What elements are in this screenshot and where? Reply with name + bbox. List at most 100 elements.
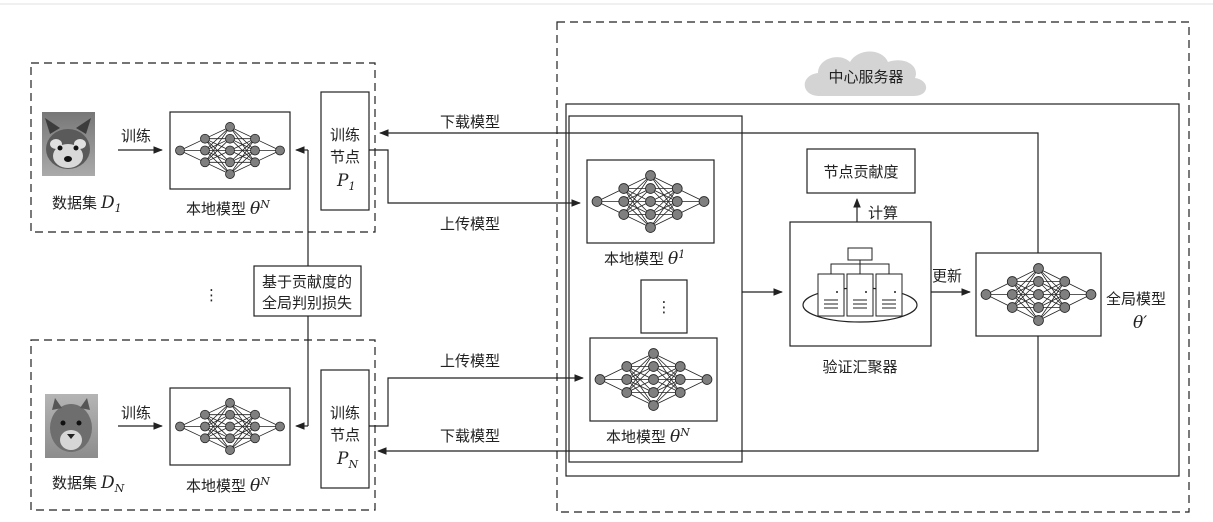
nn-neuron — [619, 210, 629, 220]
upload-arrow-bottom — [369, 378, 583, 426]
compute-label: 计算 — [868, 204, 898, 222]
nn-neuron — [702, 375, 712, 385]
nn-neuron — [226, 422, 235, 431]
training-node-n-line2: 节点 — [330, 426, 360, 444]
training-node-1-symbol: P1 — [336, 171, 355, 193]
nn-neuron — [622, 362, 632, 372]
training-node-n-symbol: PN — [336, 449, 358, 471]
nn-neuron — [226, 170, 235, 179]
nn-neuron — [649, 362, 659, 372]
cougar-image — [45, 394, 98, 458]
upload-label-top: 上传模型 — [440, 215, 500, 233]
nn-neuron — [646, 223, 656, 233]
nn-neuron — [1034, 264, 1044, 274]
nn-neuron — [1034, 290, 1044, 300]
nn-neuron — [176, 146, 185, 155]
nn-neuron — [201, 410, 210, 419]
global-model-label: 全局模型 — [1106, 290, 1166, 308]
server-rack-icon — [803, 248, 917, 322]
loss-box-line2: 全局判别损失 — [262, 294, 352, 312]
nn-neuron — [646, 184, 656, 194]
training-node-n-line1: 训练 — [330, 404, 360, 422]
nn-neuron — [251, 410, 260, 419]
nn-neuron — [672, 197, 682, 207]
nn-neuron — [251, 434, 260, 443]
nn-neuron — [276, 422, 285, 431]
nn-neuron — [1060, 303, 1070, 313]
local-model-1-network — [176, 122, 285, 178]
train-label-n: 训练 — [121, 404, 151, 422]
nn-neuron — [1060, 277, 1070, 287]
nn-neuron — [649, 401, 659, 411]
nn-neuron — [622, 375, 632, 385]
cloud-label: 中心服务器 — [828, 68, 903, 86]
nn-neuron — [251, 146, 260, 155]
nn-neuron — [1034, 277, 1044, 287]
nn-neuron — [592, 197, 602, 207]
nn-neuron — [619, 184, 629, 194]
global-model-network — [981, 264, 1096, 326]
nn-neuron — [646, 210, 656, 220]
nn-neuron — [649, 388, 659, 398]
nn-neuron — [226, 446, 235, 455]
nn-neuron — [226, 434, 235, 443]
nn-neuron — [981, 290, 991, 300]
nn-neuron — [201, 146, 210, 155]
global-model-symbol: θ′ — [1133, 313, 1147, 333]
upload-arrow-top — [369, 150, 580, 203]
nn-neuron — [276, 146, 285, 155]
nn-neuron — [1060, 290, 1070, 300]
nn-neuron — [1034, 303, 1044, 313]
nn-neuron — [176, 422, 185, 431]
nn-neuron — [649, 349, 659, 359]
nn-neuron — [1007, 290, 1017, 300]
nn-neuron — [201, 422, 210, 431]
aggregator-label: 验证汇聚器 — [822, 358, 897, 376]
nn-neuron — [649, 375, 659, 385]
nn-neuron — [672, 210, 682, 220]
download-arrow-top — [380, 133, 1038, 253]
nn-neuron — [646, 171, 656, 181]
nn-neuron — [1007, 277, 1017, 287]
nn-neuron — [201, 434, 210, 443]
download-label-top: 下载模型 — [440, 113, 500, 131]
training-node-1-line1: 训练 — [330, 126, 360, 144]
download-label-bottom: 下载模型 — [440, 427, 500, 445]
server-local-model-1-network — [592, 171, 709, 233]
loss-box-line1: 基于贡献度的 — [262, 273, 352, 291]
nn-neuron — [226, 134, 235, 143]
nn-neuron — [1034, 316, 1044, 326]
nn-neuron — [646, 197, 656, 207]
upload-label-bottom: 上传模型 — [440, 352, 500, 370]
nn-neuron — [619, 197, 629, 207]
nn-neuron — [251, 134, 260, 143]
update-label: 更新 — [932, 267, 962, 285]
nn-neuron — [201, 158, 210, 167]
server-local-model-n-label: 本地模型θN — [606, 426, 690, 447]
nn-neuron — [595, 375, 605, 385]
server-ellipsis: ⋮ — [657, 298, 672, 316]
nn-neuron — [201, 134, 210, 143]
nn-neuron — [226, 122, 235, 131]
training-node-1-line2: 节点 — [330, 148, 360, 166]
nn-neuron — [1086, 290, 1096, 300]
nn-neuron — [699, 197, 709, 207]
nn-neuron — [251, 422, 260, 431]
nn-neuron — [675, 362, 685, 372]
server-local-model-n-network — [595, 349, 712, 411]
nn-neuron — [251, 158, 260, 167]
red-panda-image — [42, 112, 95, 176]
contribution-label: 节点贡献度 — [823, 163, 898, 181]
nn-neuron — [675, 388, 685, 398]
train-label-1: 训练 — [121, 127, 151, 145]
nn-neuron — [672, 184, 682, 194]
nn-neuron — [226, 398, 235, 407]
clients-ellipsis: ⋮ — [204, 286, 219, 304]
nn-neuron — [1007, 303, 1017, 313]
nn-neuron — [226, 158, 235, 167]
